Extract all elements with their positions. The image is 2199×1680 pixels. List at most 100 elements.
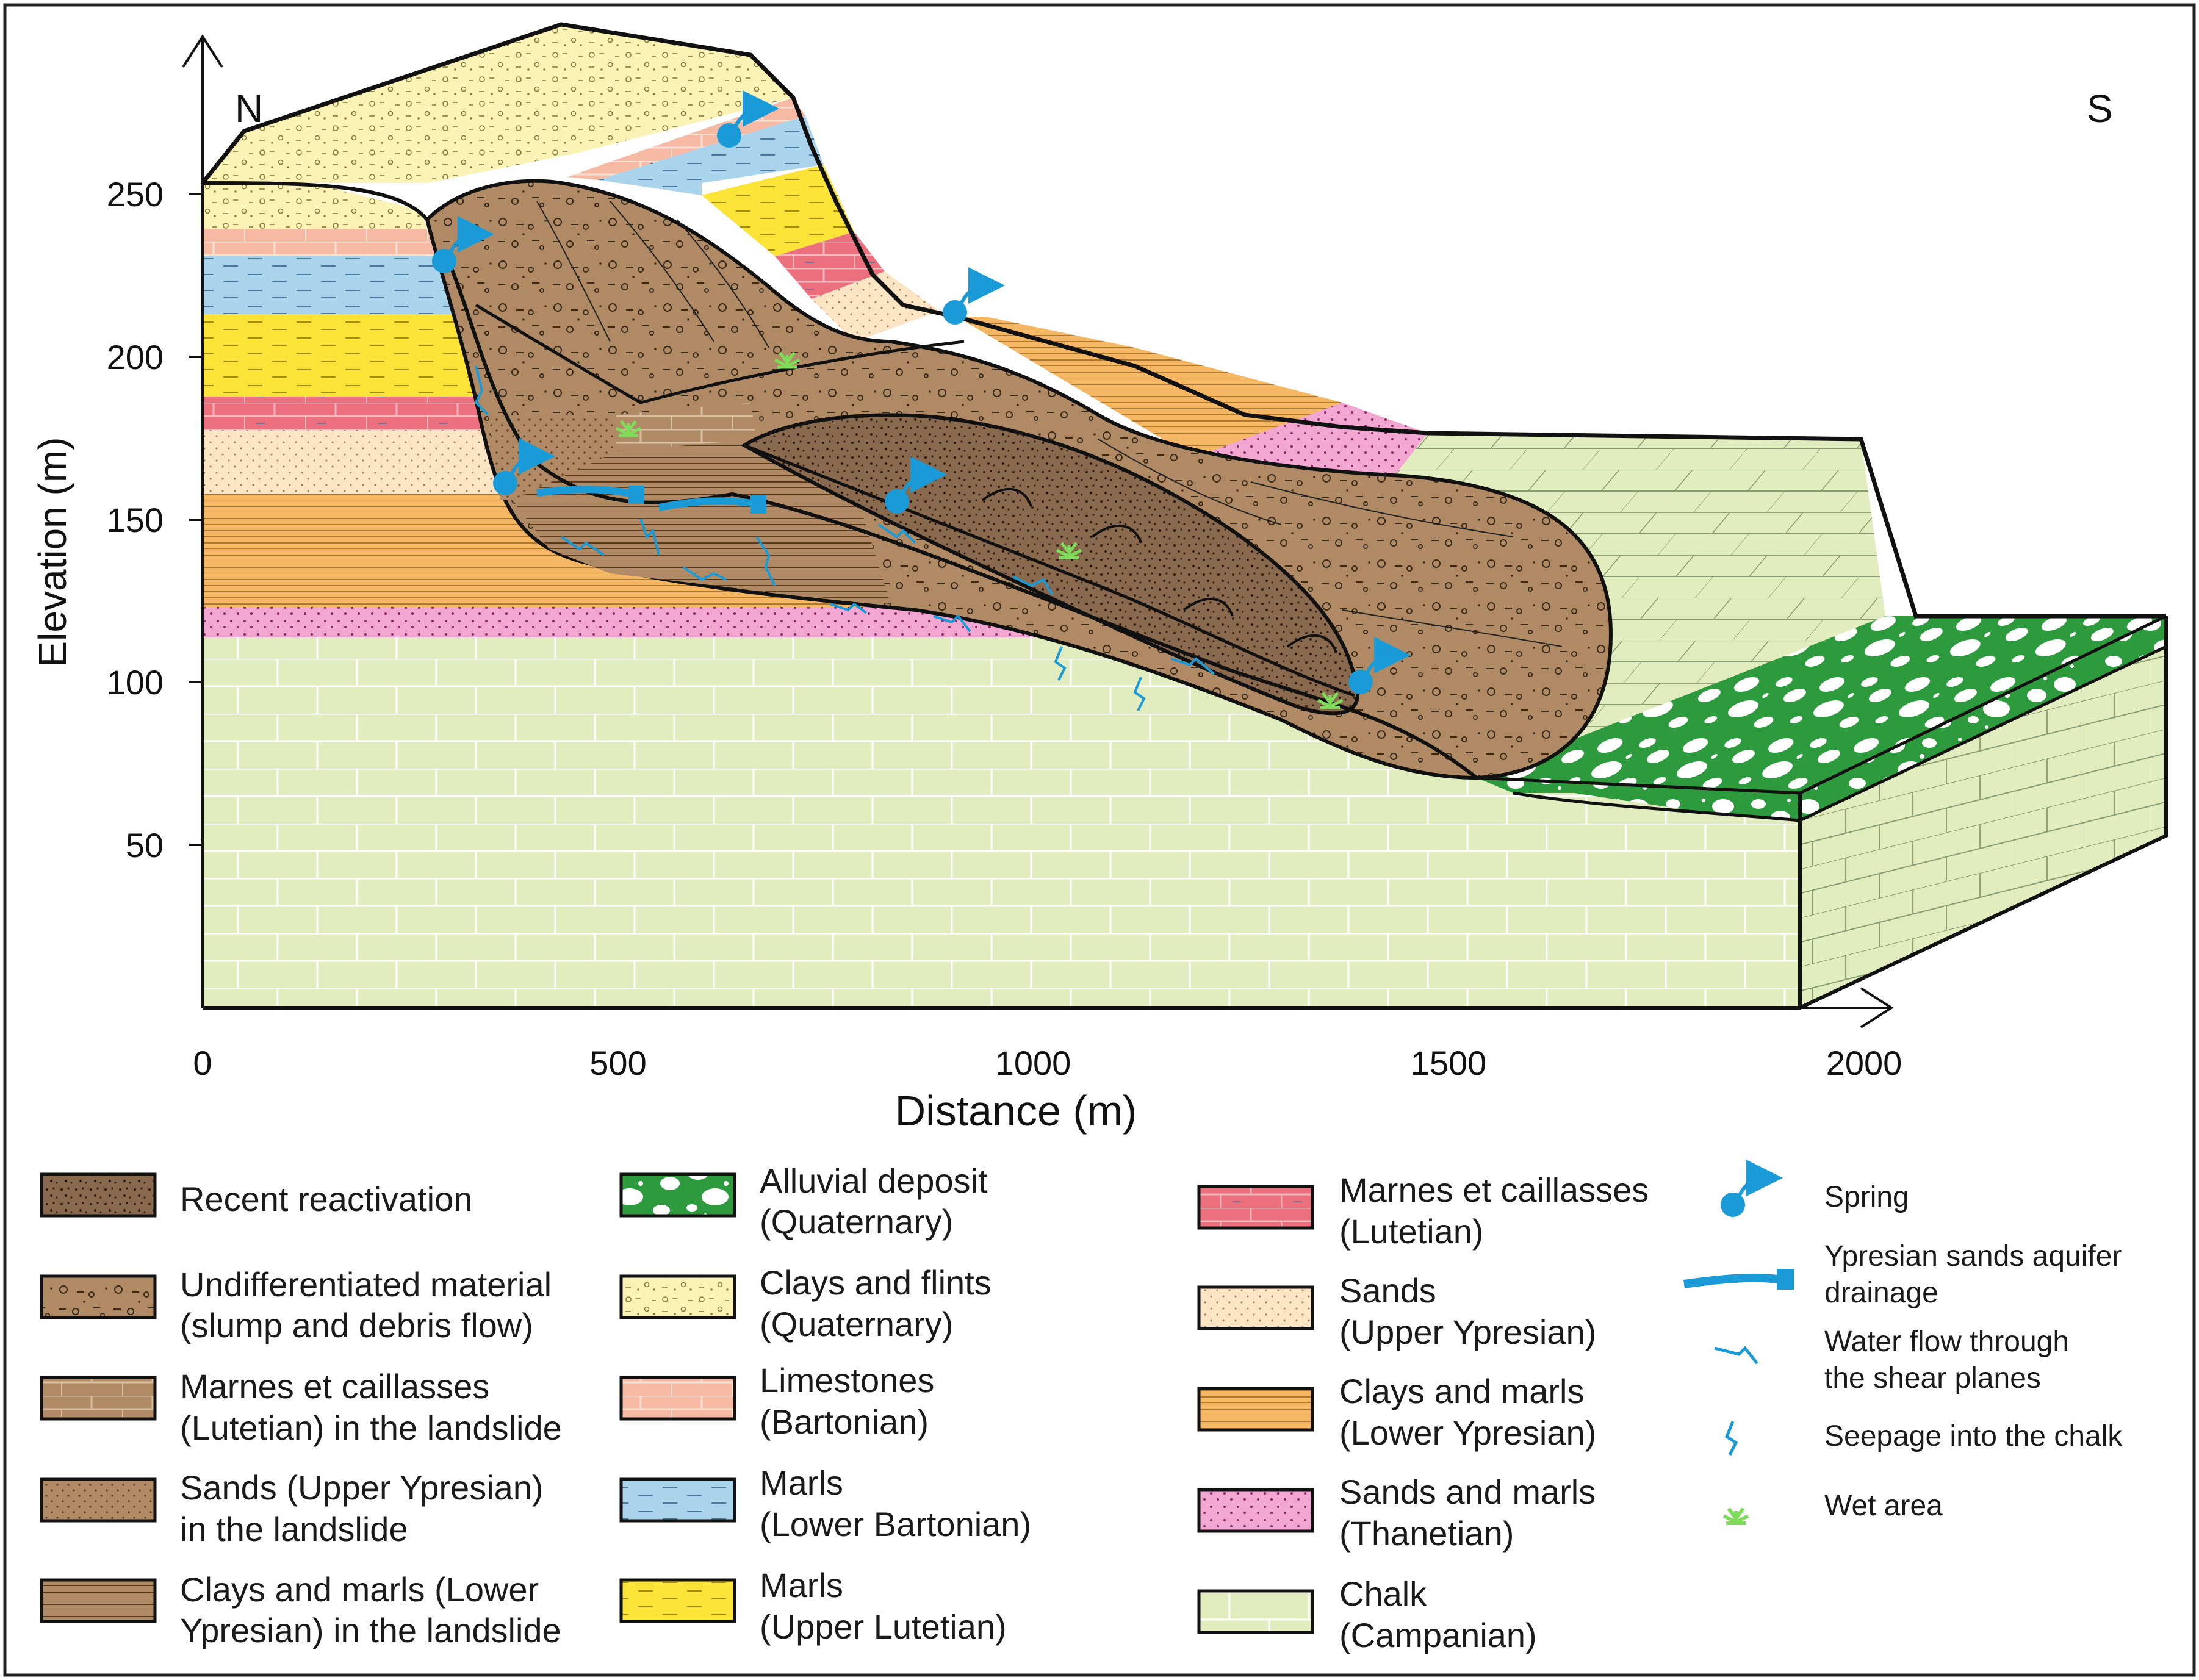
legend-symbol-seepage: Seepage into the chalk	[1724, 1420, 2123, 1456]
drainage-icon	[1683, 1273, 1783, 1288]
spring-icon	[943, 267, 1005, 325]
scarp-line-1	[610, 201, 714, 342]
legend-item-marnes: Marnes et caillasses (Lutetian)	[1197, 1171, 1649, 1251]
y-axis-arrow	[182, 34, 223, 68]
legend-label: (Quaternary)	[760, 1202, 953, 1241]
unit-sands-top	[812, 271, 940, 342]
x-tick-label: 1000	[995, 1044, 1071, 1082]
unit-chalk-side	[1800, 616, 2166, 1008]
x-ticks: 0 500 1000 1500 2000	[193, 1044, 1902, 1082]
flow-arrow	[1171, 657, 1215, 675]
scarp-line-4	[1098, 439, 1282, 525]
seepage-arrow	[1133, 677, 1146, 711]
legend-item-ls-sands: Sands (Upper Ypresian) in the landslide	[40, 1468, 544, 1548]
slip-mark-3	[1182, 598, 1234, 617]
drainage-arrow	[536, 486, 636, 498]
south-label: S	[2087, 87, 2113, 131]
legend-label: Chalk	[1339, 1574, 1427, 1613]
legend-label: Clays and flints	[760, 1263, 992, 1302]
drainage-arrow-head	[628, 486, 644, 504]
legend-label: (Lutetian)	[1339, 1212, 1484, 1251]
legend-item-clays-flints: Clays and flints (Quaternary)	[619, 1263, 992, 1343]
unit-marls-bartonian	[203, 256, 464, 314]
legend: Recent reactivation Undifferentiated mat…	[40, 1160, 2123, 1654]
y-tick-label: 100	[107, 663, 164, 702]
wet-area-icon	[1722, 1507, 1749, 1525]
legend-label: Wet area	[1824, 1490, 1943, 1522]
legend-label: (Thanetian)	[1339, 1514, 1514, 1553]
legend-label: (slump and debris flow)	[180, 1306, 533, 1344]
legend-label: Alluvial deposit	[760, 1161, 988, 1200]
wet-area-icon	[1317, 692, 1344, 709]
legend-label: Sands (Upper Ypresian)	[180, 1468, 544, 1507]
scarp-line-5	[1250, 481, 1514, 537]
flow-arrow	[1012, 575, 1054, 596]
legend-label: (Quaternary)	[760, 1305, 953, 1343]
scarp-line-3	[536, 201, 611, 342]
spring-icon	[432, 216, 494, 273]
unit-alluvial-side	[1800, 616, 2166, 820]
legend-label: (Upper Lutetian)	[760, 1607, 1007, 1646]
spring-icon	[1348, 637, 1411, 694]
x-tick-label: 2000	[1826, 1044, 1902, 1082]
unit-marls-bartonian-top	[598, 116, 824, 195]
legend-item-thanetian: Sands and marls (Thanetian)	[1197, 1473, 1596, 1553]
unit-marls-lutetian	[203, 314, 482, 397]
y-tick-label: 50	[126, 826, 164, 864]
shear-plane-lower	[744, 443, 1355, 697]
legend-item-clays-marls: Clays and marls (Lower Ypresian)	[1197, 1372, 1596, 1452]
aquifer-drainage-arrows	[536, 486, 766, 514]
legend-label: Sands and marls	[1339, 1473, 1596, 1511]
spring-icon	[885, 456, 947, 514]
flow-icon	[1714, 1346, 1758, 1365]
x-tick-label: 1500	[1411, 1044, 1487, 1082]
legend-item-ls-marnes: Marnes et caillasses (Lutetian) in the l…	[40, 1367, 562, 1447]
legend-label: the shear planes	[1824, 1362, 2041, 1395]
scarp-line-6	[1342, 609, 1563, 647]
drainage-icon-head	[1777, 1269, 1794, 1290]
legend-label: Ypresian sands aquifer	[1824, 1240, 2122, 1273]
legend-label: (Lower Bartonian)	[760, 1505, 1031, 1543]
seepage-arrow	[1054, 646, 1067, 681]
scarp-line-2	[677, 219, 769, 348]
slip-mark-4	[1286, 634, 1337, 653]
wet-area-icon	[615, 420, 642, 437]
legend-label: Water flow through	[1824, 1326, 2069, 1358]
y-axis-title: Elevation (m)	[31, 437, 74, 667]
unit-clays-flints-top	[203, 24, 793, 183]
x-tick-label: 0	[193, 1044, 212, 1082]
legend-item-chalk: Chalk (Campanian)	[1197, 1574, 1537, 1654]
legend-item-limestones: Limestones (Bartonian)	[619, 1361, 934, 1441]
legend-label: Recent reactivation	[180, 1180, 472, 1218]
terrain-surface	[201, 22, 2166, 619]
shear-plane-main	[450, 267, 1478, 780]
alluvial-top-edge	[1476, 614, 2167, 795]
chalk-seepage	[1054, 646, 1146, 711]
flow-arrow	[829, 602, 868, 614]
spring-symbols	[432, 90, 1411, 694]
flow-arrow	[682, 566, 727, 581]
spring-icon	[717, 90, 779, 148]
unit-limestones	[203, 229, 445, 256]
landslide-headscarp	[202, 181, 429, 221]
legend-item-marls-bartonian: Marls (Lower Bartonian)	[619, 1463, 1031, 1543]
alluvial-bottom-edge	[1513, 645, 2167, 822]
legend-item-marls-lutetian: Marls (Upper Lutetian)	[619, 1566, 1007, 1646]
flow-arrow	[639, 518, 660, 556]
wet-area-icon	[774, 351, 801, 369]
legend-label: in the landslide	[180, 1510, 408, 1548]
x-tick-label: 500	[589, 1044, 646, 1082]
unit-marls-lutetian-top	[702, 165, 854, 256]
legend-label: Sands	[1339, 1271, 1436, 1310]
legend-label: Clays and marls	[1339, 1372, 1584, 1410]
legend-item-undiff: Undifferentiated material (slump and deb…	[40, 1265, 552, 1344]
landslide-clays-block	[513, 439, 891, 604]
landslide-marnes-block	[616, 403, 757, 451]
legend-label: Marnes et caillasses	[1339, 1171, 1649, 1209]
legend-label: (Bartonian)	[760, 1402, 929, 1441]
wet-areas	[615, 351, 1344, 709]
legend-symbol-spring: Spring	[1721, 1160, 1909, 1217]
north-label: N	[235, 87, 263, 131]
unit-alluvial-front	[1477, 778, 1800, 820]
